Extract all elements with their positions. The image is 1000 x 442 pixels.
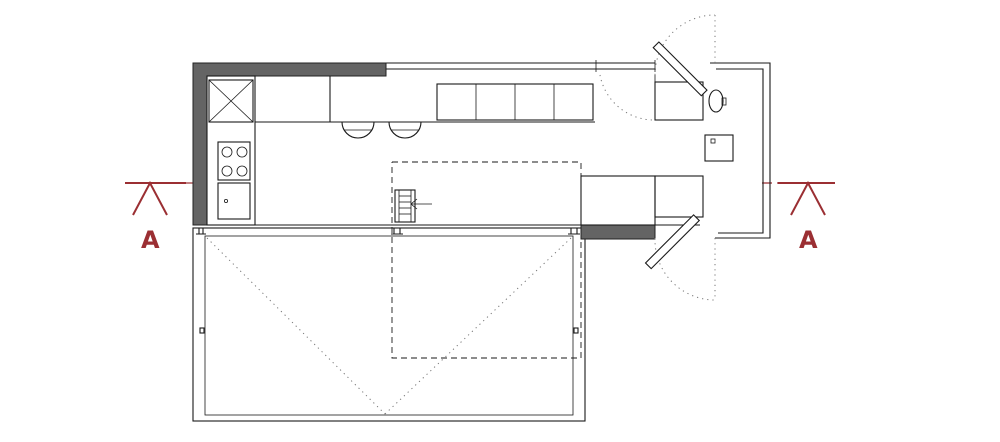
kitchen-counter xyxy=(206,75,256,226)
section-label-right: A xyxy=(799,226,818,254)
door-top xyxy=(599,14,716,121)
overhead-outline xyxy=(391,161,582,359)
column-markers xyxy=(196,227,580,235)
fridge xyxy=(208,79,254,123)
window-marks xyxy=(595,60,656,72)
cooktop xyxy=(217,141,251,181)
section-marker-right: A xyxy=(762,180,835,254)
bed-block xyxy=(580,175,656,226)
bar-stools xyxy=(341,121,422,139)
section-label-left: A xyxy=(141,226,160,254)
toilet xyxy=(708,89,724,113)
deck-post-left xyxy=(199,327,205,334)
bar-counter xyxy=(255,76,595,123)
terrace-deck xyxy=(192,227,586,422)
building-envelope xyxy=(207,62,771,239)
washbasin xyxy=(704,134,734,162)
stool-2 xyxy=(388,121,422,139)
sink xyxy=(217,182,251,220)
wall-south-east xyxy=(580,224,656,240)
wall-west-north xyxy=(192,62,387,226)
bathroom xyxy=(654,81,734,218)
deck-post-right xyxy=(573,327,579,334)
door-bottom xyxy=(644,214,716,301)
section-marker-left: A xyxy=(125,180,200,254)
stool-1 xyxy=(341,121,375,139)
ladder xyxy=(394,189,432,223)
sofa xyxy=(436,83,594,121)
